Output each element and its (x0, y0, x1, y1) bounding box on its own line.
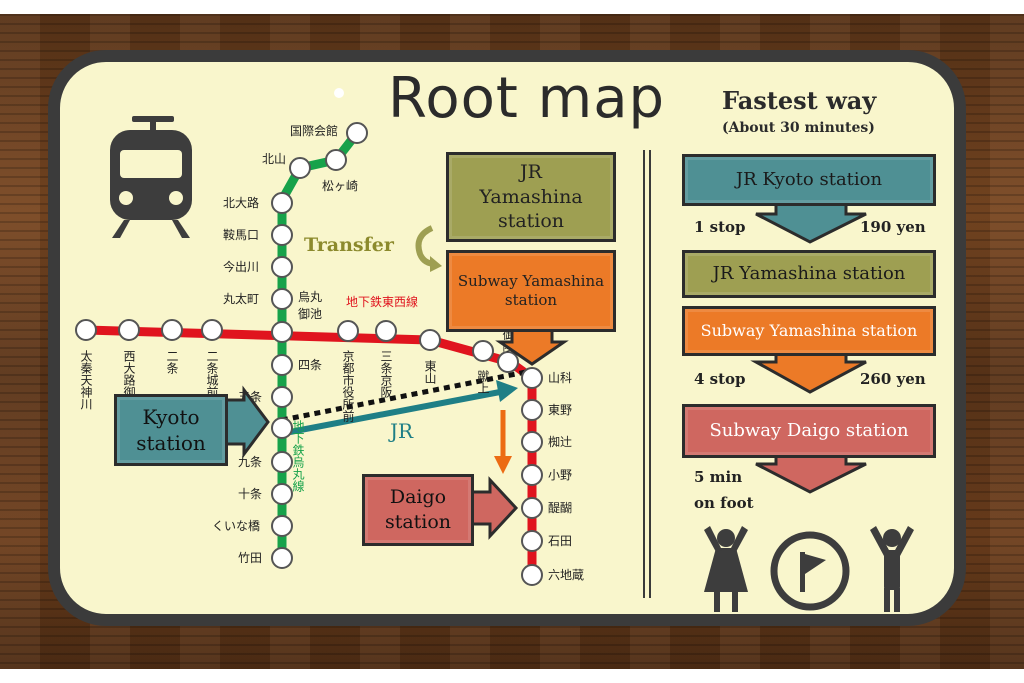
subway-yamashina-map-box: Subway Yamashina station (446, 250, 616, 332)
station-label: 竹田 (238, 551, 262, 565)
jr-route-arrow (289, 389, 501, 435)
transfer-label: Transfer (304, 234, 395, 256)
route-step-jr-kyoto: JR Kyoto station (682, 154, 936, 206)
route-step-subway-daigo: Subway Daigo station (682, 404, 936, 458)
station-label: 東野 (548, 403, 572, 417)
route-step-jr-yamashina: JR Yamashina station (682, 250, 936, 298)
station-label: 鞍馬口 (223, 227, 259, 242)
route-step-subway-yamashina: Subway Yamashina station (682, 306, 936, 356)
station-label: 烏丸 (298, 290, 322, 304)
station-label: 二条 (165, 350, 179, 374)
karasuma-line (277, 130, 361, 560)
fastest-way-heading: Fastest way (722, 86, 877, 115)
walk-mode: on foot (694, 494, 754, 512)
fastest-way-duration: (About 30 minutes) (722, 120, 875, 136)
leg1-fare: 190 yen (860, 218, 926, 236)
station-label: 北大路 (223, 195, 259, 210)
station-label: 御池 (298, 306, 322, 321)
flag-icon (770, 531, 850, 611)
station-label: 丸太町 (223, 291, 259, 306)
page-title: Root map (388, 66, 666, 131)
leg2-stops: 4 stop (694, 370, 746, 388)
station-label: 九条 (238, 455, 262, 469)
kyoto-station-map-box: Kyoto station (114, 394, 228, 466)
station-label: 国際会館 (290, 123, 338, 138)
station-label: 京都市役所前 (341, 350, 355, 422)
leg1-stops: 1 stop (694, 218, 746, 236)
station-label: 東山 (423, 360, 437, 384)
station-label: 山科 (548, 371, 572, 385)
tozai-line-label: 地下鉄東西線 (346, 294, 418, 309)
jr-yamashina-map-box: JR Yamashina station (446, 152, 616, 242)
leg2-fare: 260 yen (860, 370, 926, 388)
station-label: 二条城前 (205, 350, 219, 398)
station-label: 四条 (298, 358, 322, 372)
station-label: 石田 (548, 534, 572, 548)
station-label: くいな橋 (212, 519, 260, 533)
station-label: 十条 (238, 487, 262, 501)
walk-time: 5 min (694, 468, 743, 486)
station-label: 北山 (262, 152, 286, 166)
station-label: 松ヶ崎 (322, 179, 358, 193)
jr-label: JR (388, 419, 414, 443)
man-icon (870, 526, 914, 612)
station-label: 蹴上 (476, 370, 490, 394)
station-label: 椥辻 (548, 435, 572, 449)
woman-icon (704, 526, 748, 612)
train-icon (110, 116, 192, 238)
karasuma-line-label: 地下鉄烏丸線 (291, 420, 305, 492)
station-label: 太秦天神川 (79, 349, 93, 410)
station-label: 六地蔵 (548, 568, 584, 582)
station-label: 小野 (548, 468, 572, 482)
station-label: 三条京阪 (379, 350, 393, 399)
daigo-station-map-box: Daigo station (362, 474, 474, 546)
station-label: 今出川 (223, 259, 259, 274)
station-label: 醍醐 (548, 501, 572, 515)
